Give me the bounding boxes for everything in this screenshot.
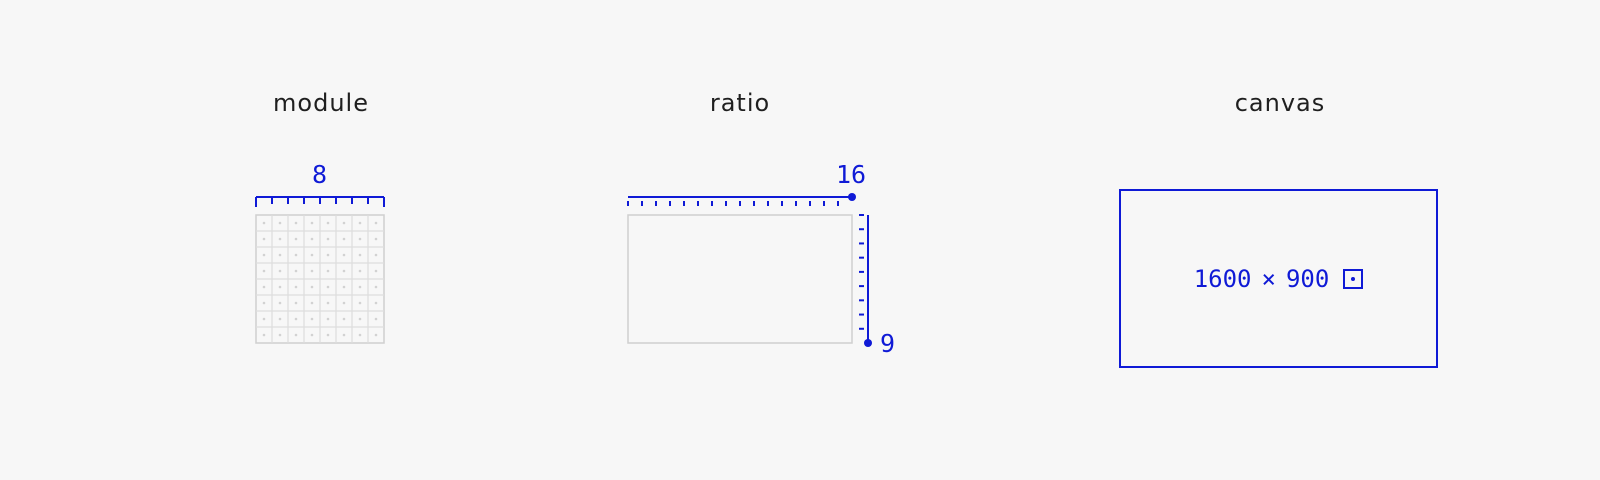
module-grid-dot bbox=[310, 269, 314, 273]
module-grid-dot bbox=[326, 285, 330, 289]
module-grid-dot bbox=[294, 237, 298, 241]
module-grid-dot bbox=[374, 301, 378, 305]
module-grid-dot bbox=[262, 317, 266, 321]
module-grid-dot bbox=[310, 301, 314, 305]
module-grid-dot bbox=[358, 285, 362, 289]
module-grid-dot bbox=[310, 285, 314, 289]
module-dimension-label: 8 bbox=[312, 160, 328, 189]
module-grid-dot bbox=[294, 253, 298, 257]
module-grid-dot bbox=[358, 237, 362, 241]
module-grid-dot bbox=[278, 317, 282, 321]
module-grid-dot bbox=[294, 317, 298, 321]
module-grid-dot bbox=[342, 253, 346, 257]
module-grid-dot bbox=[374, 269, 378, 273]
module-grid-dot bbox=[342, 221, 346, 225]
canvas-height: 900 bbox=[1285, 264, 1330, 293]
module-grid-dot bbox=[278, 253, 282, 257]
module-grid bbox=[255, 214, 385, 344]
module-grid-dot bbox=[374, 221, 378, 225]
ratio-height-label: 9 bbox=[880, 329, 896, 358]
module-grid-dot bbox=[342, 237, 346, 241]
module-grid-dot bbox=[326, 221, 330, 225]
ratio-width-ruler bbox=[627, 193, 856, 206]
module-grid-dot bbox=[262, 237, 266, 241]
canvas-frame: 1600 × 900 bbox=[1119, 189, 1438, 368]
ratio-box bbox=[627, 214, 853, 344]
ratio-height-ruler-endpoint bbox=[864, 339, 872, 347]
module-grid-dot bbox=[374, 237, 378, 241]
module-grid-dot bbox=[262, 269, 266, 273]
module-grid-dot bbox=[374, 333, 378, 337]
canvas-size-readout: 1600 × 900 bbox=[1194, 265, 1364, 293]
module-grid-dot bbox=[294, 333, 298, 337]
module-grid-dot bbox=[278, 237, 282, 241]
module-grid-dot bbox=[262, 221, 266, 225]
ratio-heading: ratio bbox=[709, 89, 771, 117]
module-grid-dot bbox=[374, 253, 378, 257]
module-grid-dot bbox=[374, 285, 378, 289]
module-grid-dot bbox=[278, 333, 282, 337]
ratio-width-label: 16 bbox=[836, 160, 867, 189]
module-grid-dot bbox=[342, 269, 346, 273]
module-grid-dot bbox=[326, 269, 330, 273]
module-grid-dot bbox=[294, 301, 298, 305]
canvas-heading: canvas bbox=[1234, 89, 1326, 117]
module-grid-dot bbox=[262, 333, 266, 337]
module-grid-dot bbox=[310, 253, 314, 257]
module-grid-dot bbox=[374, 317, 378, 321]
module-grid-dot bbox=[358, 221, 362, 225]
module-grid-dot bbox=[310, 333, 314, 337]
module-grid-dot bbox=[278, 285, 282, 289]
module-grid-dot bbox=[342, 301, 346, 305]
module-grid-dot bbox=[278, 301, 282, 305]
frame-icon bbox=[1343, 268, 1364, 289]
module-grid-dot bbox=[310, 237, 314, 241]
module-grid-dot bbox=[326, 333, 330, 337]
module-grid-dot bbox=[262, 301, 266, 305]
module-heading: module bbox=[273, 89, 369, 117]
module-grid-dot bbox=[342, 333, 346, 337]
module-ruler bbox=[255, 196, 385, 207]
module-grid-dot bbox=[358, 317, 362, 321]
module-grid-dot bbox=[310, 317, 314, 321]
module-grid-dot bbox=[294, 221, 298, 225]
module-grid-dot bbox=[262, 285, 266, 289]
module-grid-dot bbox=[310, 221, 314, 225]
module-grid-dot bbox=[294, 285, 298, 289]
ratio-height-ruler bbox=[859, 214, 872, 347]
ratio-rectangle bbox=[627, 214, 853, 344]
module-grid-dot bbox=[358, 333, 362, 337]
module-grid-dot bbox=[278, 269, 282, 273]
module-grid-dot bbox=[342, 317, 346, 321]
canvas-width: 1600 bbox=[1193, 264, 1252, 293]
module-grid-dot bbox=[262, 253, 266, 257]
module-grid-dot bbox=[358, 269, 362, 273]
module-grid-dot bbox=[326, 317, 330, 321]
module-grid-dot bbox=[326, 301, 330, 305]
module-grid-dot bbox=[278, 221, 282, 225]
module-grid-dot bbox=[326, 253, 330, 257]
module-grid-dot bbox=[358, 253, 362, 257]
canvas-separator: × bbox=[1261, 264, 1276, 293]
module-grid-dot bbox=[358, 301, 362, 305]
module-grid-dot bbox=[342, 285, 346, 289]
module-grid-dot bbox=[294, 269, 298, 273]
module-grid-dot bbox=[326, 237, 330, 241]
ratio-width-ruler-endpoint bbox=[848, 193, 856, 201]
